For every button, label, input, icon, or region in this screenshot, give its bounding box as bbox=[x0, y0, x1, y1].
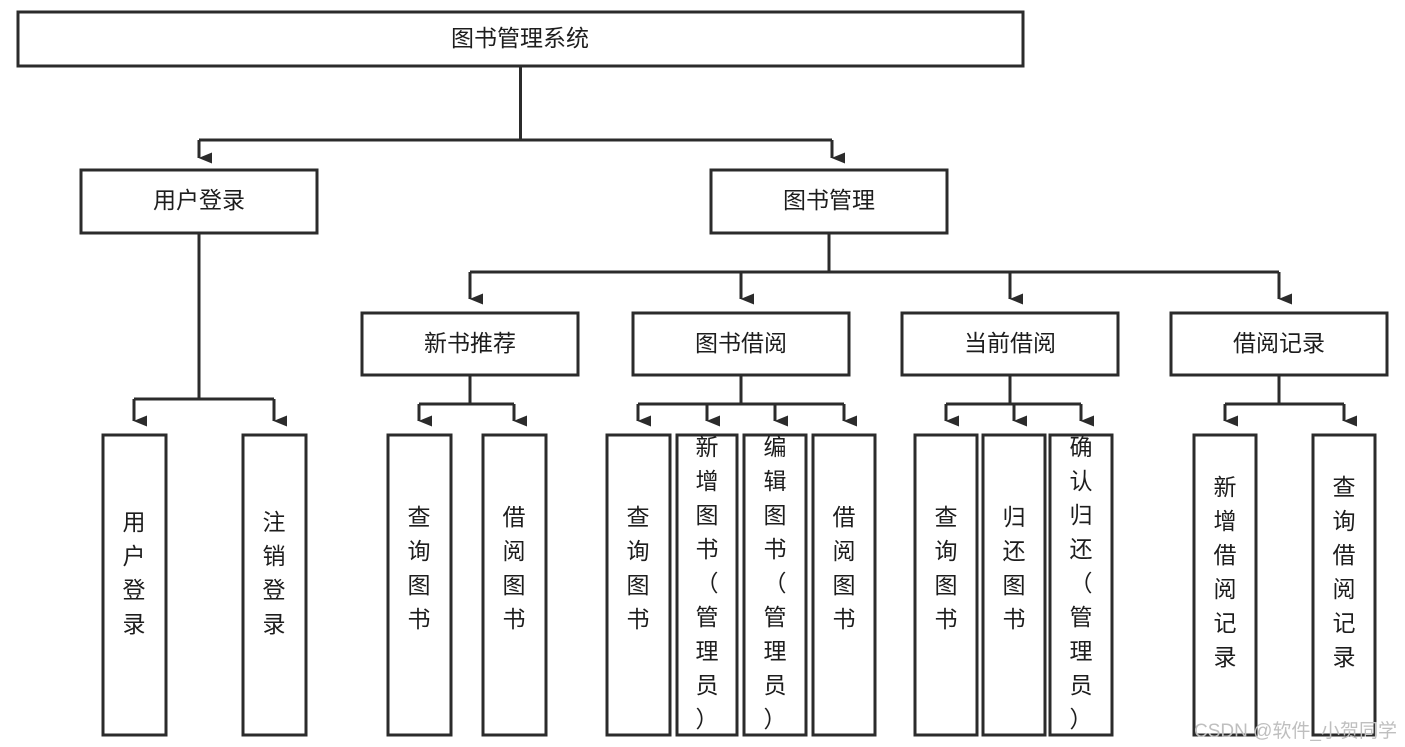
connector-layer bbox=[132, 66, 1357, 427]
node-user-login-label: 用户登录 bbox=[153, 187, 245, 213]
node-leaf-query-record-box[interactable] bbox=[1311, 433, 1377, 737]
node-leaf-edit-book[interactable]: 编辑图书（管理员） bbox=[742, 433, 808, 737]
node-leaf-user-login-box[interactable] bbox=[101, 433, 168, 737]
node-borrow-record-label: 借阅记录 bbox=[1233, 330, 1325, 356]
node-current-borrow-box[interactable] bbox=[900, 311, 1120, 377]
node-leaf-add-book-label: 新增图书（管理员） bbox=[696, 434, 719, 732]
node-leaf-borrow-book-1[interactable]: 借阅图书 bbox=[481, 433, 548, 737]
node-leaf-query-book-2-box[interactable] bbox=[605, 433, 672, 737]
node-leaf-borrow-book-2-label: 借阅图书 bbox=[833, 504, 856, 632]
node-new-book-rec-box[interactable] bbox=[360, 311, 580, 377]
node-new-book-rec-label: 新书推荐 bbox=[424, 330, 516, 356]
node-leaf-return-book[interactable]: 归还图书 bbox=[981, 433, 1047, 737]
node-layer: 图书管理系统 用户登录 图书管理 新书推荐 图书借阅 bbox=[16, 10, 1389, 737]
node-book-mgmt[interactable]: 图书管理 bbox=[709, 168, 949, 235]
node-book-mgmt-label: 图书管理 bbox=[783, 187, 875, 213]
node-leaf-logout-box[interactable] bbox=[241, 433, 308, 737]
node-current-borrow-label: 当前借阅 bbox=[964, 330, 1056, 356]
node-leaf-user-login[interactable]: 用户登录 bbox=[101, 433, 168, 737]
node-user-login[interactable]: 用户登录 bbox=[79, 168, 319, 235]
node-leaf-return-book-label: 归还图书 bbox=[1003, 504, 1026, 632]
node-borrow-record-box[interactable] bbox=[1169, 311, 1389, 377]
node-leaf-confirm-return-box[interactable] bbox=[1048, 433, 1114, 737]
node-leaf-add-record-box[interactable] bbox=[1192, 433, 1258, 737]
node-leaf-edit-book-label: 编辑图书（管理员） bbox=[764, 434, 787, 732]
node-leaf-return-book-box[interactable] bbox=[981, 433, 1047, 737]
node-leaf-add-book[interactable]: 新增图书（管理员） bbox=[675, 433, 739, 737]
node-book-borrow-box[interactable] bbox=[631, 311, 851, 377]
node-book-mgmt-box[interactable] bbox=[709, 168, 949, 235]
node-leaf-edit-book-box[interactable] bbox=[742, 433, 808, 737]
node-leaf-borrow-book-2[interactable]: 借阅图书 bbox=[811, 433, 877, 737]
node-user-login-box[interactable] bbox=[79, 168, 319, 235]
node-leaf-query-book-1[interactable]: 查询图书 bbox=[386, 433, 453, 737]
node-leaf-confirm-return[interactable]: 确认归还（管理员） bbox=[1048, 433, 1114, 737]
node-leaf-borrow-book-1-box[interactable] bbox=[481, 433, 548, 737]
node-leaf-query-book-2[interactable]: 查询图书 bbox=[605, 433, 672, 737]
node-leaf-add-record[interactable]: 新增借阅记录 bbox=[1192, 433, 1258, 737]
node-root-label: 图书管理系统 bbox=[451, 25, 589, 51]
node-book-borrow-label: 图书借阅 bbox=[695, 330, 787, 356]
node-leaf-borrow-book-2-box[interactable] bbox=[811, 433, 877, 737]
node-leaf-logout-label: 注销登录 bbox=[263, 509, 286, 637]
node-new-book-rec[interactable]: 新书推荐 bbox=[360, 311, 580, 377]
node-leaf-borrow-book-1-label: 借阅图书 bbox=[503, 504, 526, 632]
node-leaf-query-record-label: 查询借阅记录 bbox=[1333, 474, 1356, 670]
node-leaf-query-book-1-box[interactable] bbox=[386, 433, 453, 737]
node-book-borrow[interactable]: 图书借阅 bbox=[631, 311, 851, 377]
node-current-borrow[interactable]: 当前借阅 bbox=[900, 311, 1120, 377]
node-root-box[interactable] bbox=[16, 10, 1025, 68]
node-leaf-query-book-3-label: 查询图书 bbox=[935, 504, 958, 632]
node-leaf-query-record[interactable]: 查询借阅记录 bbox=[1311, 433, 1377, 737]
node-leaf-query-book-3[interactable]: 查询图书 bbox=[913, 433, 979, 737]
node-leaf-user-login-label: 用户登录 bbox=[123, 509, 146, 637]
node-leaf-add-record-label: 新增借阅记录 bbox=[1214, 474, 1237, 670]
node-root[interactable]: 图书管理系统 bbox=[16, 10, 1025, 68]
node-leaf-logout[interactable]: 注销登录 bbox=[241, 433, 308, 737]
node-leaf-query-book-2-label: 查询图书 bbox=[627, 504, 650, 632]
node-leaf-add-book-box[interactable] bbox=[675, 433, 739, 737]
node-borrow-record[interactable]: 借阅记录 bbox=[1169, 311, 1389, 377]
node-leaf-query-book-1-label: 查询图书 bbox=[408, 504, 431, 632]
node-leaf-query-book-3-box[interactable] bbox=[913, 433, 979, 737]
node-leaf-confirm-return-label: 确认归还（管理员） bbox=[1070, 434, 1093, 732]
